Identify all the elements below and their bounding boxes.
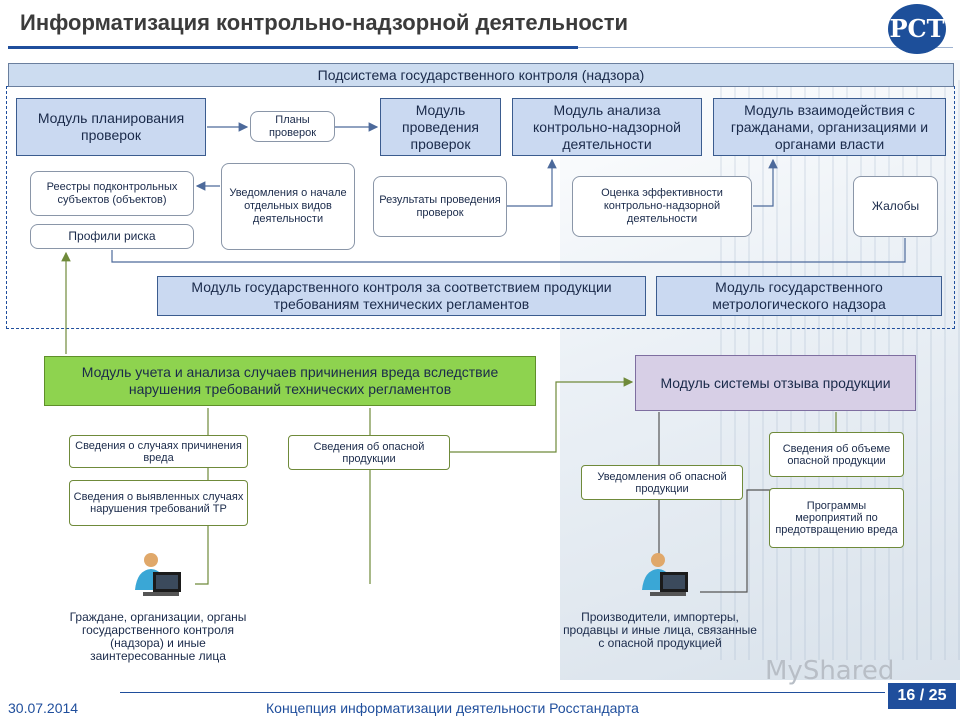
producers-caption: Производители, импортеры, продавцы и ины… [563,610,757,650]
citizens-caption: Граждане, организации, органы государств… [69,610,247,663]
planning-module: Модуль планирования проверок [16,98,206,156]
tech-regulations-module: Модуль государственного контроля за соот… [157,276,646,316]
page-title: Информатизация контрольно-надзорной деят… [20,10,629,35]
footer-rule [120,692,885,693]
danger-volume-item: Сведения об объеме опасной продукции [769,432,904,477]
efficiency-item: Оценка эффективности контрольно-надзорно… [572,176,752,237]
harm-cases-item: Сведения о случаях причинения вреда [69,435,248,468]
plans-item: Планы проверок [250,111,335,142]
prevention-programs-item: Программы мероприятий по предотвращению … [769,488,904,548]
footer-date: 30.07.2014 [8,700,79,716]
registries-item: Реестры подконтрольных субъектов (объект… [30,171,194,216]
rosstandart-logo: РСТ [888,4,946,54]
complaints-item: Жалобы [853,176,938,237]
dangerous-products-item: Сведения об опасной продукции [288,435,450,470]
page-number: 16 / 25 [888,683,956,709]
metrology-module: Модуль государственного метрологического… [656,276,942,316]
logo-text: РСТ [889,14,945,43]
recall-module: Модуль системы отзыва продукции [635,355,916,411]
interaction-module: Модуль взаимодействия с гражданами, орга… [713,98,946,156]
start-notifications-item: Уведомления о начале отдельных видов дея… [221,163,355,250]
footer-text: Концепция информатизации деятельности Ро… [266,700,639,716]
violations-item: Сведения о выявленных случаях нарушения … [69,480,248,526]
citizens-person-icon [135,553,181,596]
harm-accounting-module: Модуль учета и анализа случаев причинени… [44,356,536,406]
title-underline [8,46,578,49]
check-results-item: Результаты проведения проверок [373,176,507,237]
watermark: MyShared [765,656,895,686]
conducting-module: Модуль проведения проверок [380,98,501,156]
risk-profiles-item: Профили риска [30,224,194,249]
analysis-module: Модуль анализа контрольно-надзорной деят… [512,98,702,156]
producers-person-icon [642,553,688,596]
subsystem-header: Подсистема государственного контроля (на… [8,63,954,87]
danger-notifications-item: Уведомления об опасной продукции [581,465,743,500]
title-underline-thin [578,47,953,48]
